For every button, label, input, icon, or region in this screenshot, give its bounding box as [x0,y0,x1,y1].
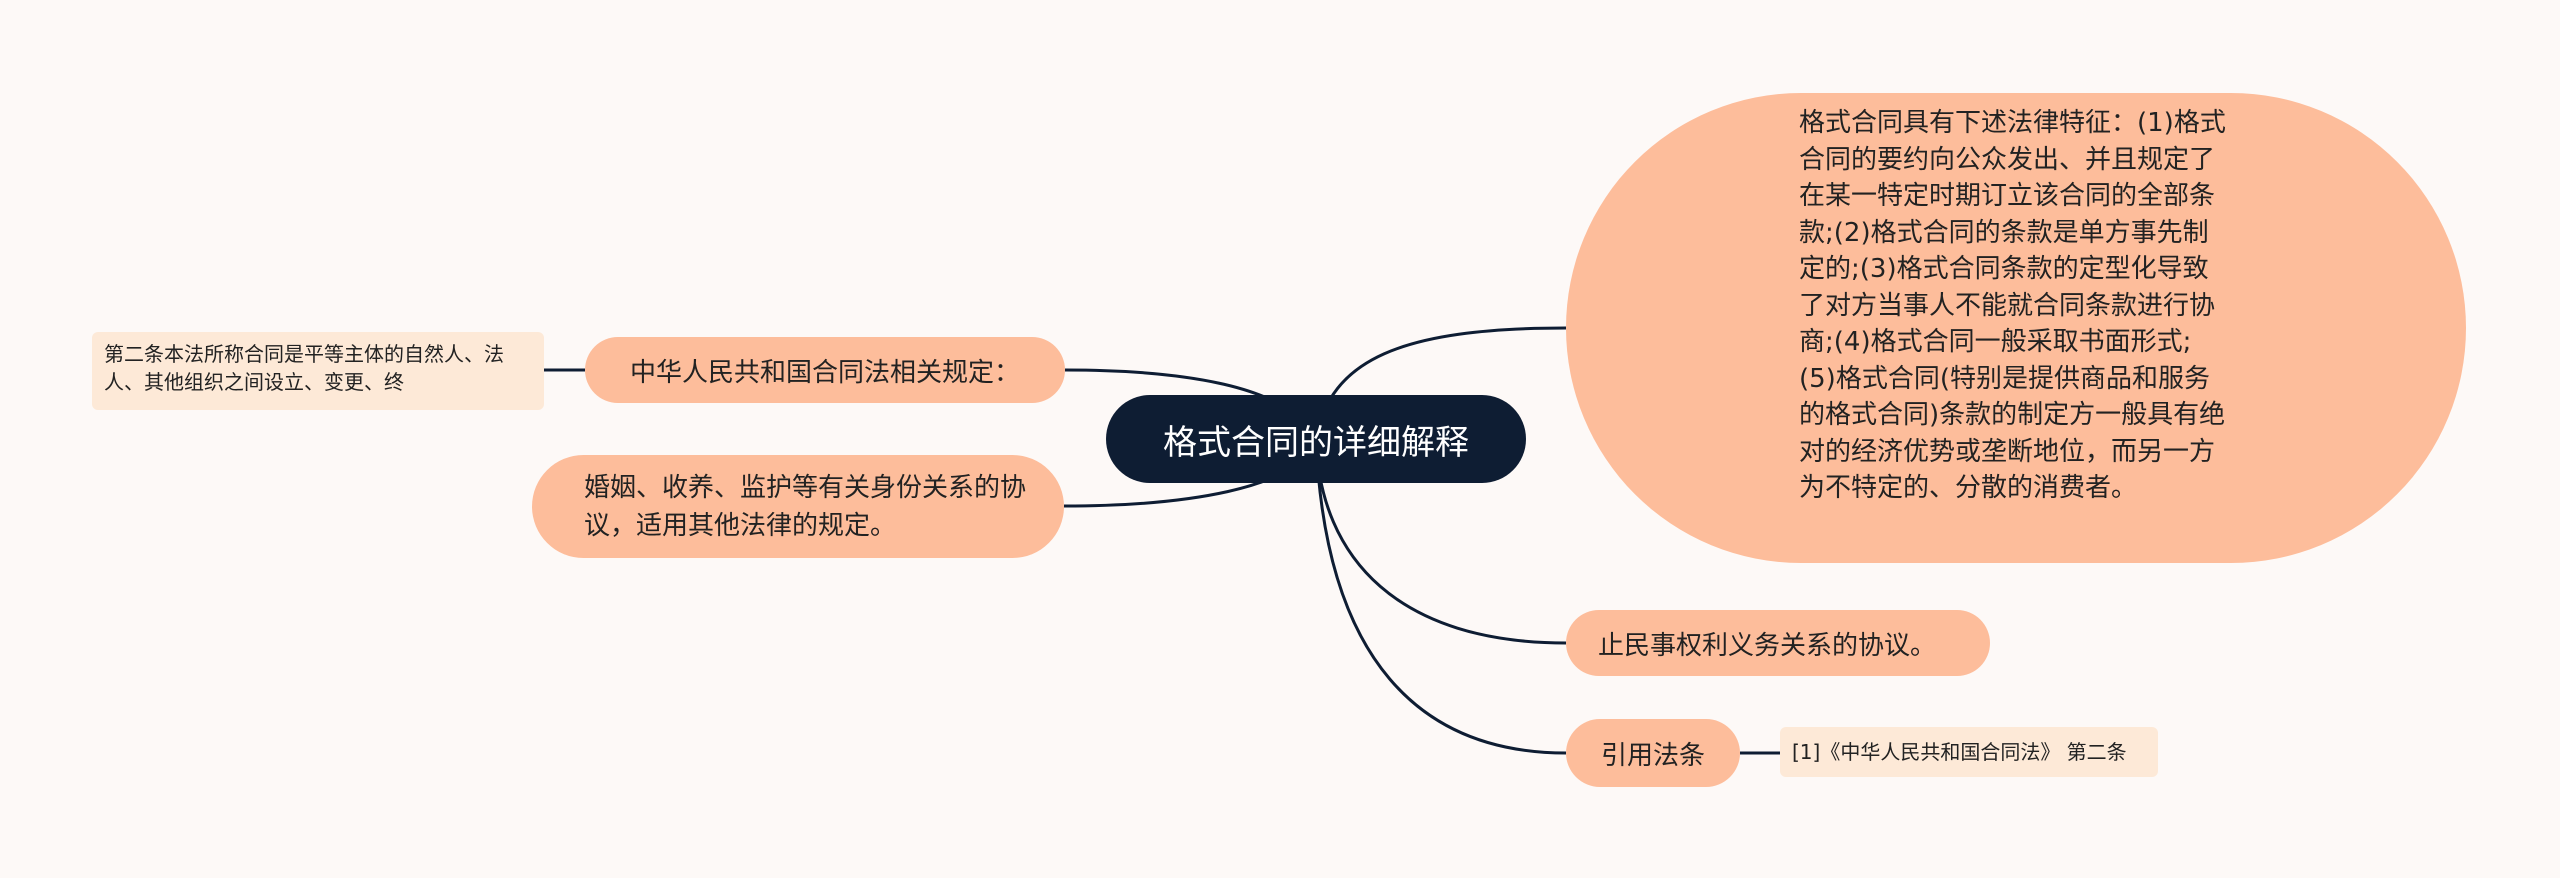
branch-cited-articles-label: 引用法条 [1600,740,1705,771]
branch-civil-rights-agreement[interactable]: 止民事权利义务关系的协议。 [1566,610,1990,676]
edge-central-to-stop [1314,438,1567,645]
branch-marriage-text: 婚姻、收养、监护等有关身份关系的协议，适用其他法律的规定。 [584,473,1027,541]
branch-legal-features[interactable]: 格式合同具有下述法律特征：(1)格式合同的要约向公众发出、并且规定了在某一特定时… [1566,93,2466,563]
branch-cited-articles[interactable]: 引用法条 [1566,719,1740,787]
edge-central-to-cite [1314,438,1567,755]
leaf-article-two-text: 第二条本法所称合同是平等主体的自然人、法人、其他组织之间设立、变更、终 [104,342,504,394]
leaf-citation-reference[interactable]: [1]《中华人民共和国合同法》 第二条 [1780,727,2158,777]
branch-legal-features-text: 格式合同具有下述法律特征：(1)格式合同的要约向公众发出、并且规定了在某一特定时… [1799,108,2226,503]
branch-marriage-agreements[interactable]: 婚姻、收养、监护等有关身份关系的协议，适用其他法律的规定。 [532,455,1064,558]
leaf-citation-text: [1]《中华人民共和国合同法》 第二条 [1792,740,2127,764]
leaf-article-two-excerpt[interactable]: 第二条本法所称合同是平等主体的自然人、法人、其他组织之间设立、变更、终 [92,332,544,410]
branch-civil-rights-text: 止民事权利义务关系的协议。 [1598,630,1937,661]
branch-law-provisions-label: 中华人民共和国合同法相关规定： [629,357,1020,388]
central-topic[interactable]: 格式合同的详细解释 [1106,395,1526,483]
branch-law-provisions[interactable]: 中华人民共和国合同法相关规定： [585,337,1065,403]
central-topic-label: 格式合同的详细解释 [1163,422,1469,463]
